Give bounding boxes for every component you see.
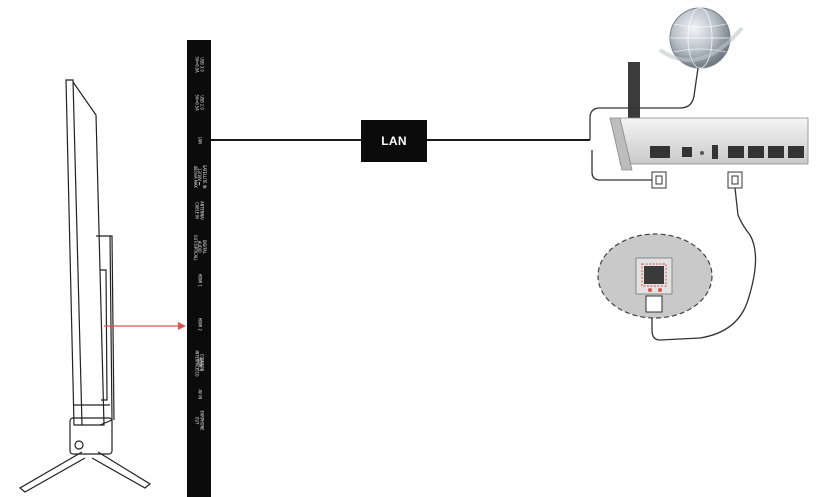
tv-side-view	[18, 79, 152, 493]
wall-socket-cable	[651, 187, 757, 341]
port-lan-label: LAN	[197, 136, 203, 144]
port-usb2-label: USB 2.0 5V⎓0.5A	[195, 94, 205, 111]
port-hdmi1-label: HDMI 1	[197, 273, 203, 287]
lan-cable-label: LAN	[361, 120, 427, 162]
port-optical-label: DIGITAL AUDIO OUT(OPTICAL)	[192, 234, 207, 261]
internet-globe-icon	[658, 7, 744, 69]
pointer-arrow	[104, 322, 186, 330]
port-usb3-label: USB 3.0 5V⎓0.9A	[195, 56, 205, 73]
tv-connector-panel: USB 3.0 5V⎓0.9A USB 2.0 5V⎓0.5A LAN SATE…	[187, 40, 211, 497]
port-satellite-label: SATELLITE IN 13/18V ⎓ 400mA MAX	[192, 165, 207, 189]
router	[609, 62, 809, 171]
loop-cable-left	[591, 150, 652, 181]
internet-cable	[589, 67, 699, 140]
router-plug-left	[651, 171, 667, 189]
port-hdmi3-label: HDMI 3	[197, 357, 203, 371]
port-hdmi2-label: HDMI 2	[197, 317, 203, 331]
wall-socket	[597, 233, 713, 319]
port-antenna-label: ANTENNA/ CABLE IN	[195, 201, 205, 220]
port-av-in-label: AV IN	[197, 389, 203, 400]
router-plug-right	[727, 171, 743, 189]
port-earphone-label: EARPHONE OUT	[195, 410, 205, 431]
